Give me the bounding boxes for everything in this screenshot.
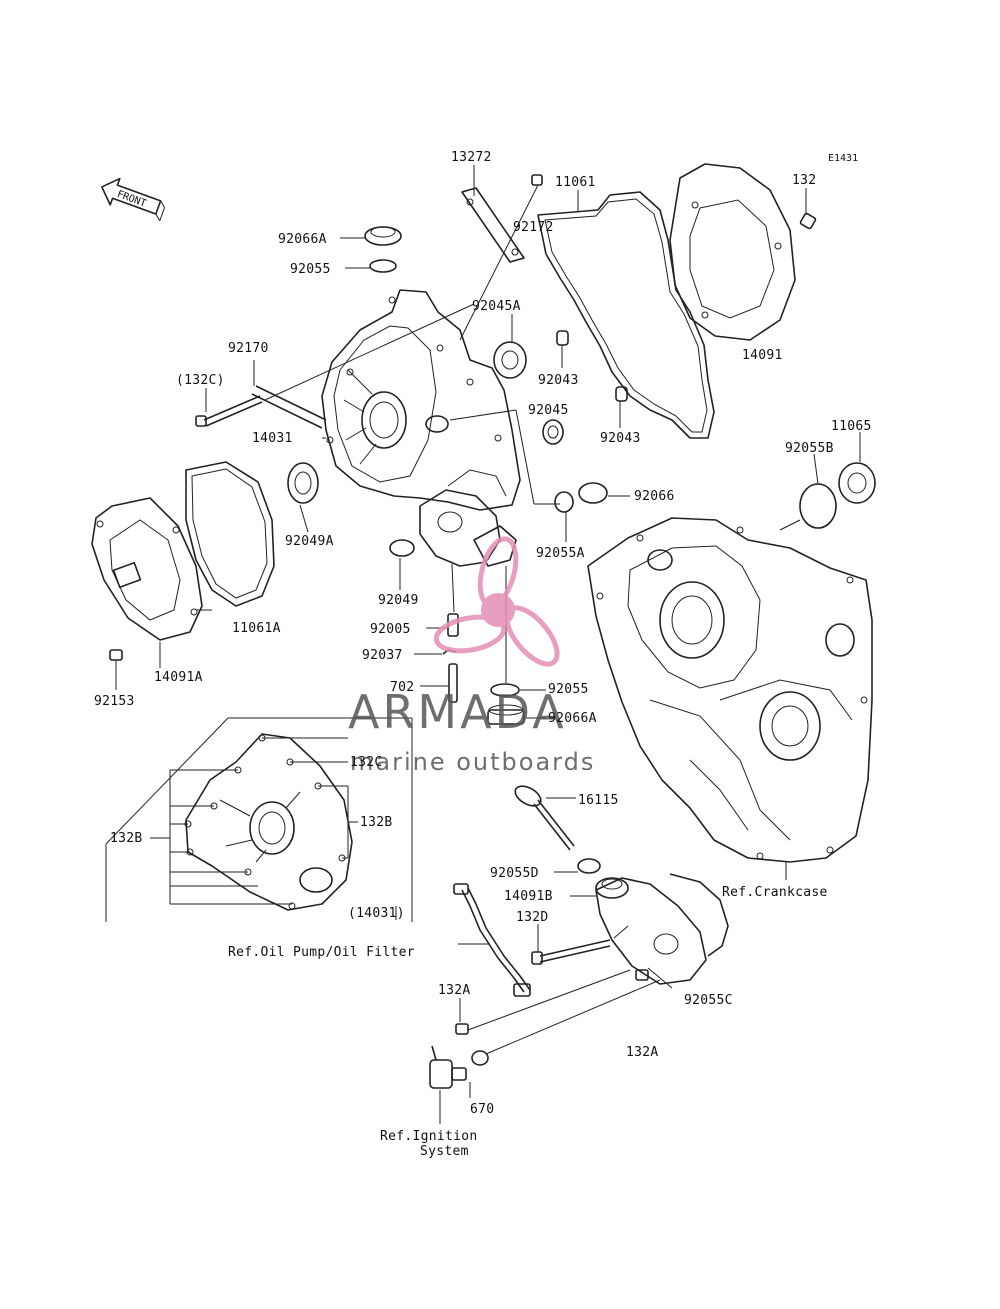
front-label: FRONT: [115, 189, 147, 210]
detail-bolt-pattern: [105, 717, 413, 922]
label-92049: 92049: [378, 593, 419, 608]
label-92043-b: 92043: [600, 431, 641, 446]
label-13272: 13272: [451, 150, 492, 165]
label-92153: 92153: [94, 694, 135, 709]
watermark-tagline: marine outboards: [350, 748, 595, 776]
label-92055C: 92055C: [684, 993, 733, 1008]
oring-670: [471, 1050, 489, 1066]
label-92045: 92045: [528, 403, 569, 418]
diagram-code: E1431: [828, 153, 858, 164]
oil-seal-92049A: [287, 462, 319, 504]
bolt-92153: [109, 649, 123, 690]
label-14031: 14031: [252, 431, 293, 446]
label-14091B: 14091B: [504, 889, 553, 904]
label-132B-left: 132B: [110, 831, 143, 846]
label-92005: 92005: [370, 622, 411, 637]
label-14031-paren: (14031): [348, 906, 405, 921]
label-92055B: 92055B: [785, 441, 834, 456]
label-ref-crankcase: Ref.Crankcase: [722, 885, 828, 900]
label-11061: 11061: [555, 175, 596, 190]
label-92066A-mid: 92066A: [548, 711, 597, 726]
watermark-logo: ARMADA marine outboards: [348, 536, 595, 776]
dowel-92170: [251, 385, 327, 429]
cap-92066A-mid: [487, 704, 525, 725]
bearing-92049: [389, 539, 415, 557]
oring-92055D: [577, 858, 601, 874]
part-labels: 13272 11061 92172 132 92066A 92055 92045…: [94, 150, 872, 1159]
bolt-132A-left: [455, 1023, 469, 1035]
label-92066: 92066: [634, 489, 675, 504]
label-11065: 11065: [831, 419, 872, 434]
label-14091: 14091: [742, 348, 783, 363]
plug-92066: [578, 482, 608, 504]
label-132-top: 132: [792, 173, 816, 188]
label-92037: 92037: [362, 648, 403, 663]
label-132B-right: 132B: [360, 815, 393, 830]
label-ref-ignition-1: Ref.Ignition: [380, 1129, 478, 1144]
label-16115: 16115: [578, 793, 619, 808]
label-ref-ignition-2: System: [420, 1144, 469, 1159]
seal-11065: [838, 462, 876, 504]
bolt-132-top: [799, 188, 817, 230]
gasket-11061: [537, 191, 715, 439]
bolt-132A-right: [635, 969, 649, 981]
label-132A-right: 132A: [626, 1045, 659, 1060]
propeller-icon: [433, 536, 560, 667]
label-11061A: 11061A: [232, 621, 281, 636]
gasket-strip-13272: [461, 187, 525, 263]
front-arrow-icon: FRONT: [101, 177, 166, 222]
dipstick-16115: [514, 785, 575, 851]
label-92045A: 92045A: [472, 299, 521, 314]
gasket-11061A: [185, 461, 275, 607]
sensor-670: [429, 1045, 467, 1089]
oring-92055B: [799, 483, 837, 529]
watermark-brand: ARMADA: [348, 685, 567, 739]
label-92172: 92172: [513, 220, 554, 235]
oring-92055C: [669, 873, 729, 957]
oring-92055-top: [369, 259, 397, 273]
bearing-92045A: [493, 341, 527, 379]
label-132A-left: 132A: [438, 983, 471, 998]
label-132C-detail: 132C: [350, 755, 383, 770]
label-92066A-top: 92066A: [278, 232, 327, 247]
cover-14091: [669, 163, 796, 341]
label-14091A: 14091A: [154, 670, 203, 685]
label-670: 670: [470, 1102, 494, 1117]
label-92055-top: 92055: [290, 262, 331, 277]
label-92049A: 92049A: [285, 534, 334, 549]
pin-92043-b: [615, 386, 628, 402]
label-132D: 132D: [516, 910, 549, 925]
bolt-132D: [531, 939, 611, 965]
clutch-cover-14031: [321, 289, 521, 511]
label-92055A: 92055A: [536, 546, 585, 561]
label-92043-a: 92043: [538, 373, 579, 388]
bearing-92045: [542, 419, 564, 445]
pump-body: [419, 489, 517, 567]
label-92055-mid: 92055: [548, 682, 589, 697]
pin-92043-a: [556, 330, 569, 346]
filter-cover-14091B: [595, 877, 707, 985]
label-ref-oil-pump: Ref.Oil Pump/Oil Filter: [228, 945, 415, 960]
label-702: 702: [390, 680, 414, 695]
bolt-92172: [459, 174, 543, 341]
label-132C-paren: (132C): [176, 373, 225, 388]
oring-92055-mid: [490, 683, 520, 697]
oring-92055A: [554, 491, 574, 513]
bolt-132C: [195, 395, 263, 427]
label-92170: 92170: [228, 341, 269, 356]
generator-cover-14091A: [91, 497, 203, 641]
shaft-702: [448, 663, 458, 703]
crankcase: [587, 517, 873, 863]
cap-92066A-top: [364, 226, 402, 246]
label-92055D: 92055D: [490, 866, 539, 881]
